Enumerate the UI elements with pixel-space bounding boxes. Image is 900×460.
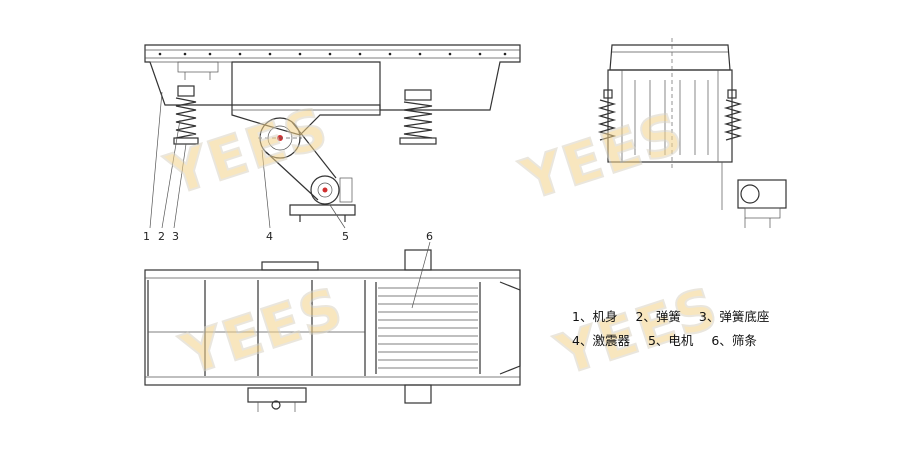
legend-item-grate-bars: 6、筛条 [711, 333, 757, 348]
callout-4: 4 [266, 230, 273, 243]
legend-item-motor: 5、电机 [647, 333, 694, 348]
legend-row-1: 1、机身 2、弹簧 3、弹簧底座 [572, 305, 783, 329]
callout-3: 3 [172, 230, 179, 243]
legend-item-spring: 2、弹簧 [635, 309, 681, 324]
top-bolt-row [158, 52, 507, 56]
side-view: 1 2 3 4 5 [143, 44, 521, 243]
callout-1: 1 [143, 230, 150, 243]
legend-item-spring-base: 3、弹簧底座 [698, 309, 770, 324]
watermark-text-3: YEES [173, 275, 351, 388]
callout-5: 5 [342, 230, 349, 243]
plan-view: 6 [144, 230, 521, 412]
legend-item-body: 1、机身 [572, 309, 618, 324]
watermark-text-2: YEES [513, 100, 691, 213]
legend-item-exciter: 4、激震器 [572, 333, 630, 348]
parts-legend: 1、机身 2、弹簧 3、弹簧底座 4、激震器 5、电机 6、筛条 [572, 305, 783, 353]
callout-2: 2 [158, 230, 165, 243]
callout-6: 6 [426, 230, 433, 243]
legend-row-2: 4、激震器 5、电机 6、筛条 [572, 329, 783, 353]
end-view [597, 38, 787, 228]
grizzly-bars [378, 287, 478, 369]
